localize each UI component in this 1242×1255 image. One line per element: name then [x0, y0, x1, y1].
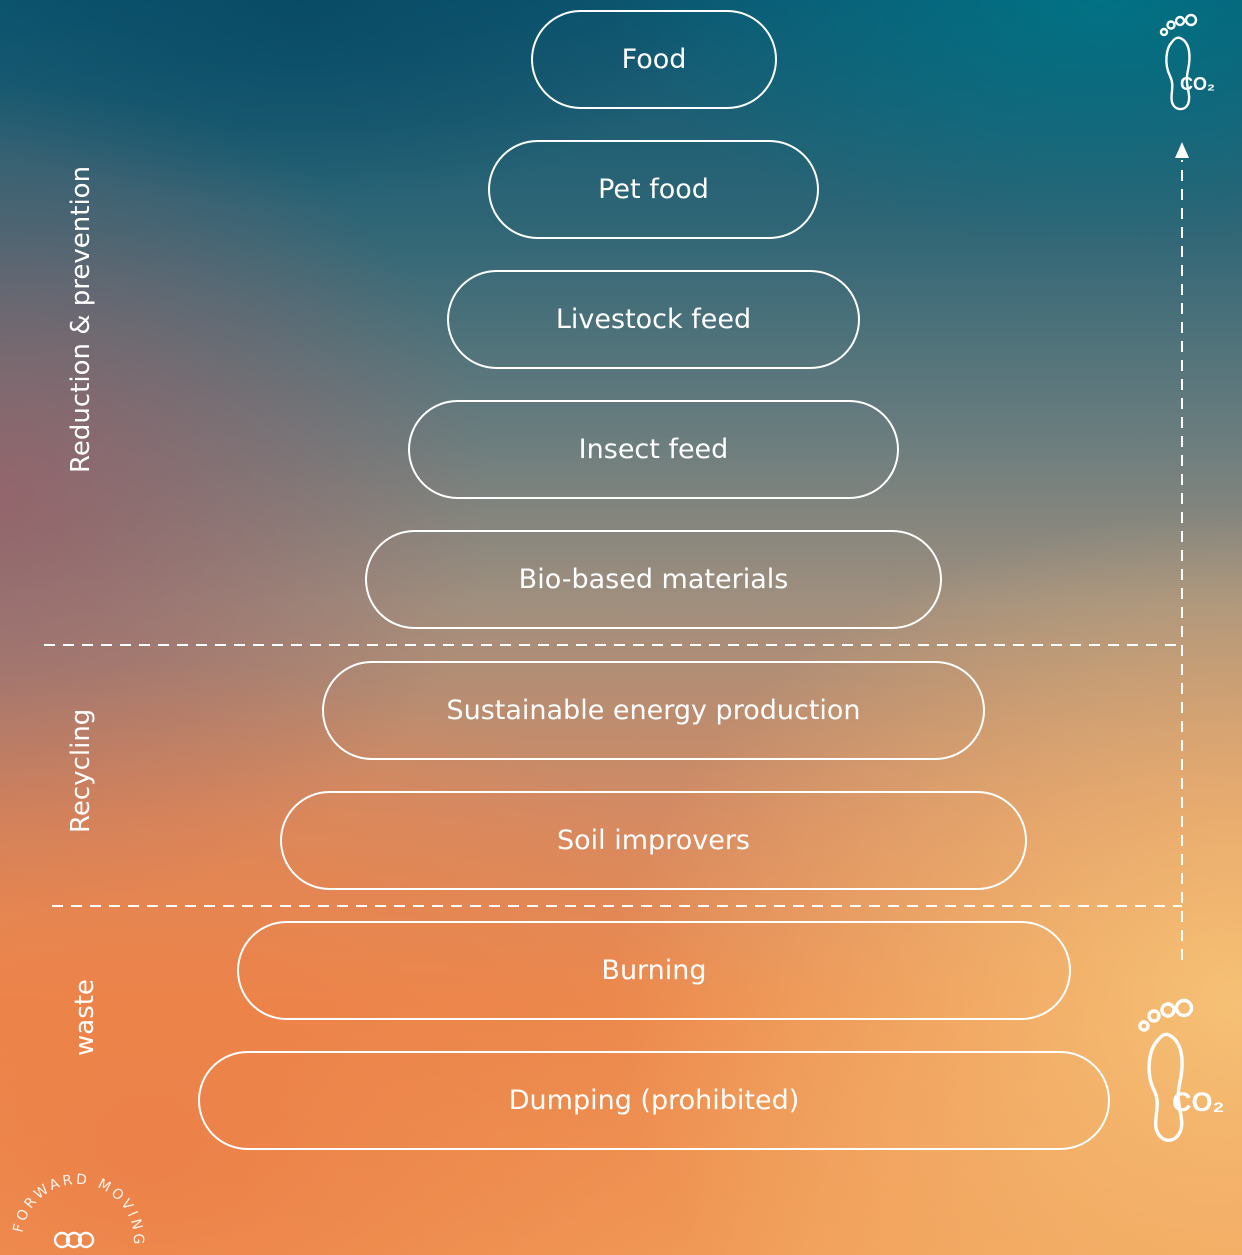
level-label: Food [621, 44, 687, 75]
section-label-reduction: Reduction & prevention [66, 165, 96, 473]
arrow-head [1175, 142, 1189, 158]
forward-moving-circularity-logo: FORWARD MOVING CIRCULARITY [10, 1172, 143, 1255]
level-label: Dumping (prohibited) [508, 1085, 800, 1116]
level-label: Burning [601, 955, 707, 986]
co2-text: CO₂ [1172, 1087, 1225, 1117]
co2-footprint-icon-small: CO₂ [1159, 13, 1215, 111]
co2-text: CO₂ [1180, 74, 1215, 94]
level-label: Soil improvers [557, 825, 750, 856]
level-label: Pet food [598, 174, 709, 205]
level-label: Sustainable energy production [446, 695, 861, 726]
level-food: Food [531, 10, 777, 109]
co2-footprint-icon-large: CO₂ [1138, 998, 1225, 1142]
section-label-waste: waste [70, 979, 100, 1056]
level-dumping: Dumping (prohibited) [198, 1051, 1110, 1150]
infinity-circles-icon [53, 1231, 95, 1249]
level-bio-based-materials: Bio-based materials [365, 530, 942, 629]
level-burning: Burning [237, 921, 1071, 1020]
section-label-recycling: Recycling [66, 708, 96, 833]
level-sustainable-energy: Sustainable energy production [322, 661, 985, 760]
level-soil-improvers: Soil improvers [280, 791, 1027, 890]
level-pet-food: Pet food [488, 140, 819, 239]
level-label: Insect feed [578, 434, 729, 465]
level-label: Livestock feed [555, 304, 752, 335]
level-livestock-feed: Livestock feed [447, 270, 860, 369]
level-insect-feed: Insect feed [408, 400, 899, 499]
level-label: Bio-based materials [518, 564, 789, 595]
